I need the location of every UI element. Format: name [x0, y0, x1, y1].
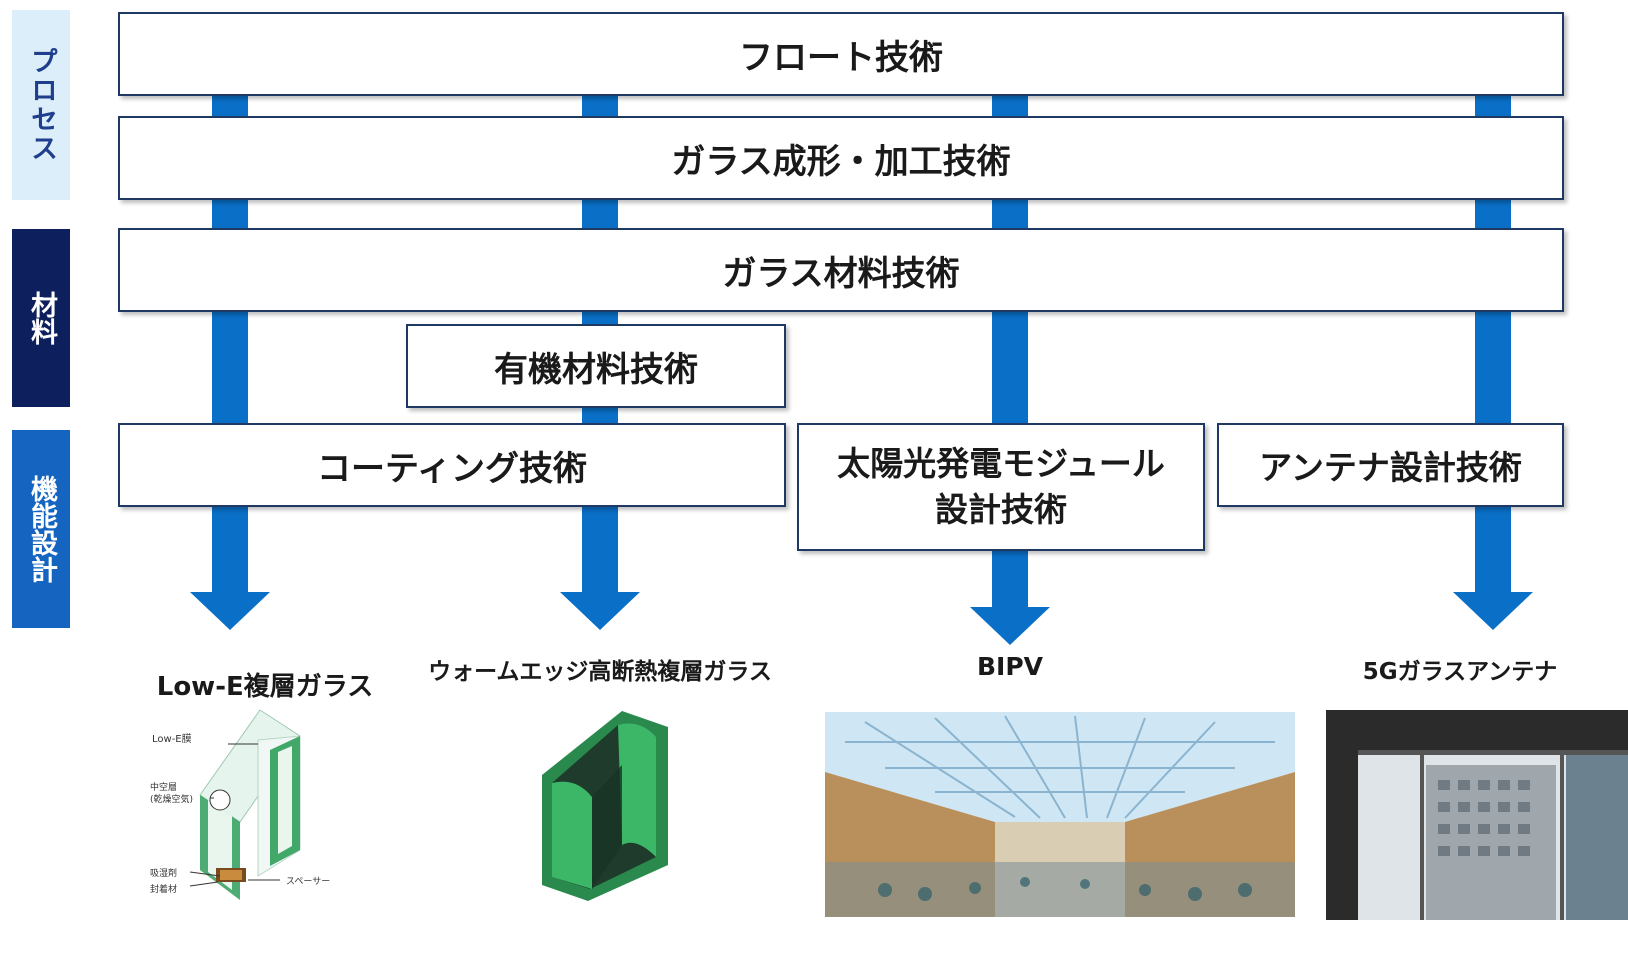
float-technology-label: フロート技術 [739, 37, 943, 78]
side-label-material: 材料 [12, 229, 70, 407]
warmedge-glass-illustration [542, 711, 668, 901]
product-label-5g-antenna: 5Gガラスアンテナ [1362, 659, 1558, 685]
lowe-glass-panes [189, 709, 301, 900]
lowe-film-callout: Low-E膜 [152, 733, 192, 745]
product-label-lowe: Low-E複層ガラス [156, 672, 374, 702]
solar-module-box: 太陽光発電モジュール 設計技術 [797, 423, 1205, 551]
hollow-layer-callout: 中空層 [150, 781, 177, 793]
side-label-function-text: 機能設計 [26, 475, 57, 583]
desiccant-callout: 吸湿剤 [150, 867, 177, 879]
coating-technology-box: コーティング技術 [118, 423, 786, 507]
product-label-warmedge: ウォームエッジ高断熱複層ガラス [428, 659, 772, 685]
glass-forming-label: ガラス成形・加工技術 [671, 141, 1011, 182]
side-label-function: 機能設計 [12, 430, 70, 628]
arrow-head-3 [970, 607, 1050, 645]
spacer-callout: スペーサー [286, 876, 330, 887]
5g-antenna-window-image [1326, 710, 1628, 920]
side-label-material-text: 材料 [26, 291, 57, 345]
antenna-design-label: アンテナ設計技術 [1259, 448, 1522, 487]
side-label-process-text: プロセス [26, 47, 57, 163]
organic-material-box: 有機材料技術 [406, 324, 786, 408]
organic-material-label: 有機材料技術 [494, 349, 698, 390]
bipv-skylight-panels [845, 715, 1275, 819]
lowe-glass-diagram: Low-E膜 中空層 (乾燥空気) 吸湿剤 封着材 スペーサー [150, 709, 330, 900]
hollow-layer-callout-sub: (乾燥空気) [150, 793, 193, 805]
bipv-building-image [825, 712, 1295, 917]
solar-module-label-line1: 太陽光発電モジュール [837, 444, 1165, 483]
antenna-design-box: アンテナ設計技術 [1217, 423, 1564, 507]
side-label-process: プロセス [12, 10, 70, 200]
arrow-head-1 [190, 592, 270, 630]
glass-forming-bar: ガラス成形・加工技術 [118, 116, 1564, 200]
arrow-head-2 [560, 592, 640, 630]
arrow-head-4 [1453, 592, 1533, 630]
product-label-bipv: BIPV [976, 652, 1044, 681]
float-technology-bar: フロート技術 [118, 12, 1564, 96]
coating-technology-label: コーティング技術 [317, 448, 587, 489]
solar-module-label-line2: 設計技術 [935, 490, 1067, 529]
glass-material-bar: ガラス材料技術 [118, 228, 1564, 312]
glass-material-label: ガラス材料技術 [722, 253, 960, 294]
sealant-callout: 封着材 [150, 883, 177, 895]
